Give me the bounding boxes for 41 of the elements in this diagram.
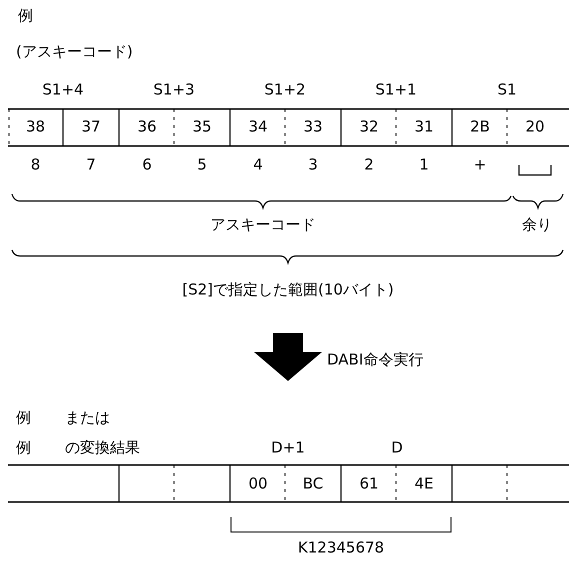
address-label: S1+4 (42, 82, 84, 98)
brace-label: 余り (522, 218, 552, 232)
cell-value: 2B (470, 120, 490, 134)
cell-value: 35 (192, 120, 212, 134)
character-label: 4 (253, 158, 263, 172)
brace-label: アスキーコード (210, 218, 316, 232)
cell-value: 34 (248, 120, 268, 134)
example-label: 例 (16, 410, 31, 426)
address-label: S1+3 (153, 82, 195, 98)
address-label: S1+2 (264, 82, 306, 98)
address-label: S1+1 (375, 82, 417, 98)
example-label: 例 (18, 8, 33, 24)
bracket-label: K12345678 (298, 540, 384, 556)
address-label: S1 (497, 82, 517, 98)
heading: の変換結果 (65, 440, 140, 456)
cell-value: 00 (248, 476, 268, 492)
address-label: D+1 (271, 440, 305, 456)
character-label: 3 (308, 158, 318, 172)
arrow-label: DABI命令実行 (327, 352, 424, 368)
cell-value: 36 (137, 120, 157, 134)
cell-value: 32 (359, 120, 379, 134)
character-label: + (474, 158, 486, 172)
brace-label: [S2]で指定した範囲(10バイト) (182, 282, 394, 298)
example-label: 例 (16, 440, 31, 456)
character-label: 6 (142, 158, 152, 172)
cell-value: 33 (303, 120, 323, 134)
cell-value: 4E (414, 476, 434, 492)
character-label: 7 (86, 158, 96, 172)
character-label: 5 (197, 158, 207, 172)
character-label: 8 (30, 158, 40, 172)
cell-value: BC (302, 476, 324, 492)
heading: または (65, 410, 110, 426)
character-label: 2 (364, 158, 374, 172)
cell-value: 31 (414, 120, 434, 134)
cell-value: 61 (359, 476, 379, 492)
character-label: 1 (419, 158, 429, 172)
cell-value: 20 (525, 120, 545, 134)
heading: (アスキーコード) (16, 44, 133, 60)
cell-value: 37 (81, 120, 101, 134)
address-label: D (391, 440, 403, 456)
cell-value: 38 (26, 120, 46, 134)
